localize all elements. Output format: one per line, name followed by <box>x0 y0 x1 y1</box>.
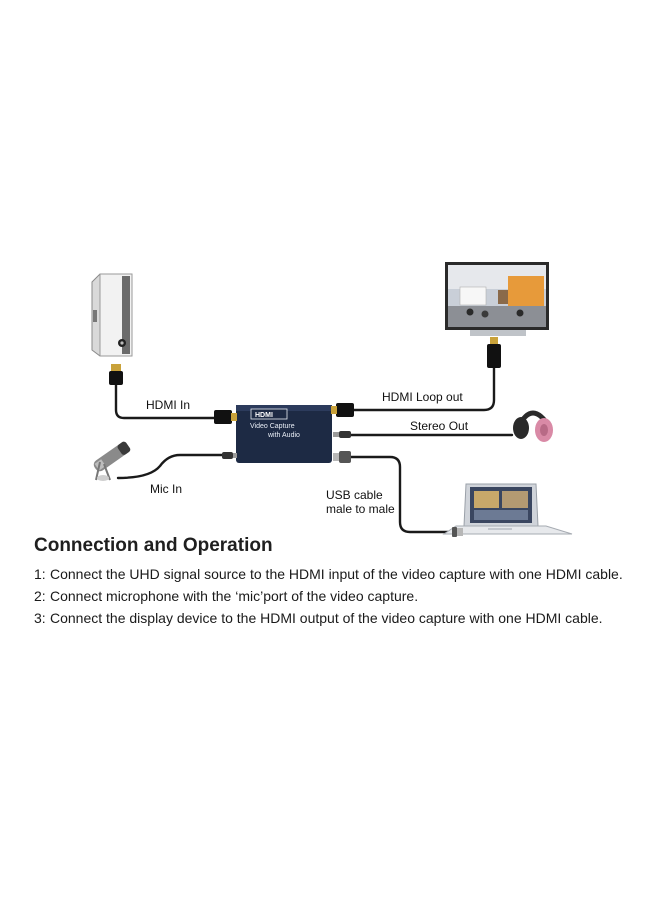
audio-jack-icon <box>333 431 351 438</box>
device-label-line1: Video Capture <box>250 423 295 430</box>
hdmi-in-cable <box>114 383 220 420</box>
usb-plug-icon <box>333 451 351 463</box>
list-item: 3: Connect the display device to the HDM… <box>34 609 644 628</box>
steps-list: 1: Connect the UHD signal source to the … <box>34 565 644 628</box>
label-hdmi-loop-out: HDMI Loop out <box>382 390 463 404</box>
usb-plug-icon <box>452 527 463 537</box>
microphone-icon <box>93 441 131 481</box>
hdmi-plug-icon <box>487 337 501 368</box>
step-text: Connect microphone with the ‘mic’port of… <box>50 588 419 604</box>
usb-cable <box>348 455 458 534</box>
hdmi-loop-cable <box>350 366 496 412</box>
list-item: 2: Connect microphone with the ‘mic’port… <box>34 587 644 606</box>
section-heading: Connection and Operation <box>34 535 273 556</box>
instructions-section: Connection and Operation 1: Connect the … <box>34 535 644 631</box>
audio-jack-icon <box>222 452 237 459</box>
headphones-icon <box>513 410 553 442</box>
step-text: Connect the UHD signal source to the HDM… <box>50 566 623 582</box>
label-hdmi-in: HDMI In <box>146 398 190 412</box>
step-number: 1: <box>34 566 46 582</box>
video-capture-device: HDMI Video Capture with Audio <box>236 405 332 463</box>
laptop-icon <box>442 483 573 535</box>
monitor-icon <box>445 262 549 336</box>
device-logo: HDMI <box>255 412 273 419</box>
connection-diagram: HDMI Video Capture with Audio <box>91 262 573 537</box>
label-usb-cable-line1: USB cable <box>326 488 383 502</box>
step-number: 3: <box>34 610 46 626</box>
hdmi-plug-icon <box>331 403 354 417</box>
step-number: 2: <box>34 588 46 604</box>
hdmi-plug-icon <box>214 410 237 424</box>
step-text: Connect the display device to the HDMI o… <box>50 610 603 626</box>
label-stereo-out: Stereo Out <box>410 419 469 433</box>
label-usb-cable-line2: male to male <box>326 502 395 516</box>
mic-cable <box>116 453 234 480</box>
source-pc-icon <box>91 273 133 357</box>
label-mic-in: Mic In <box>150 482 182 496</box>
cables <box>114 366 514 534</box>
device-label-line2: with Audio <box>267 432 300 439</box>
list-item: 1: Connect the UHD signal source to the … <box>34 565 644 584</box>
hdmi-plug-icon <box>109 364 123 385</box>
